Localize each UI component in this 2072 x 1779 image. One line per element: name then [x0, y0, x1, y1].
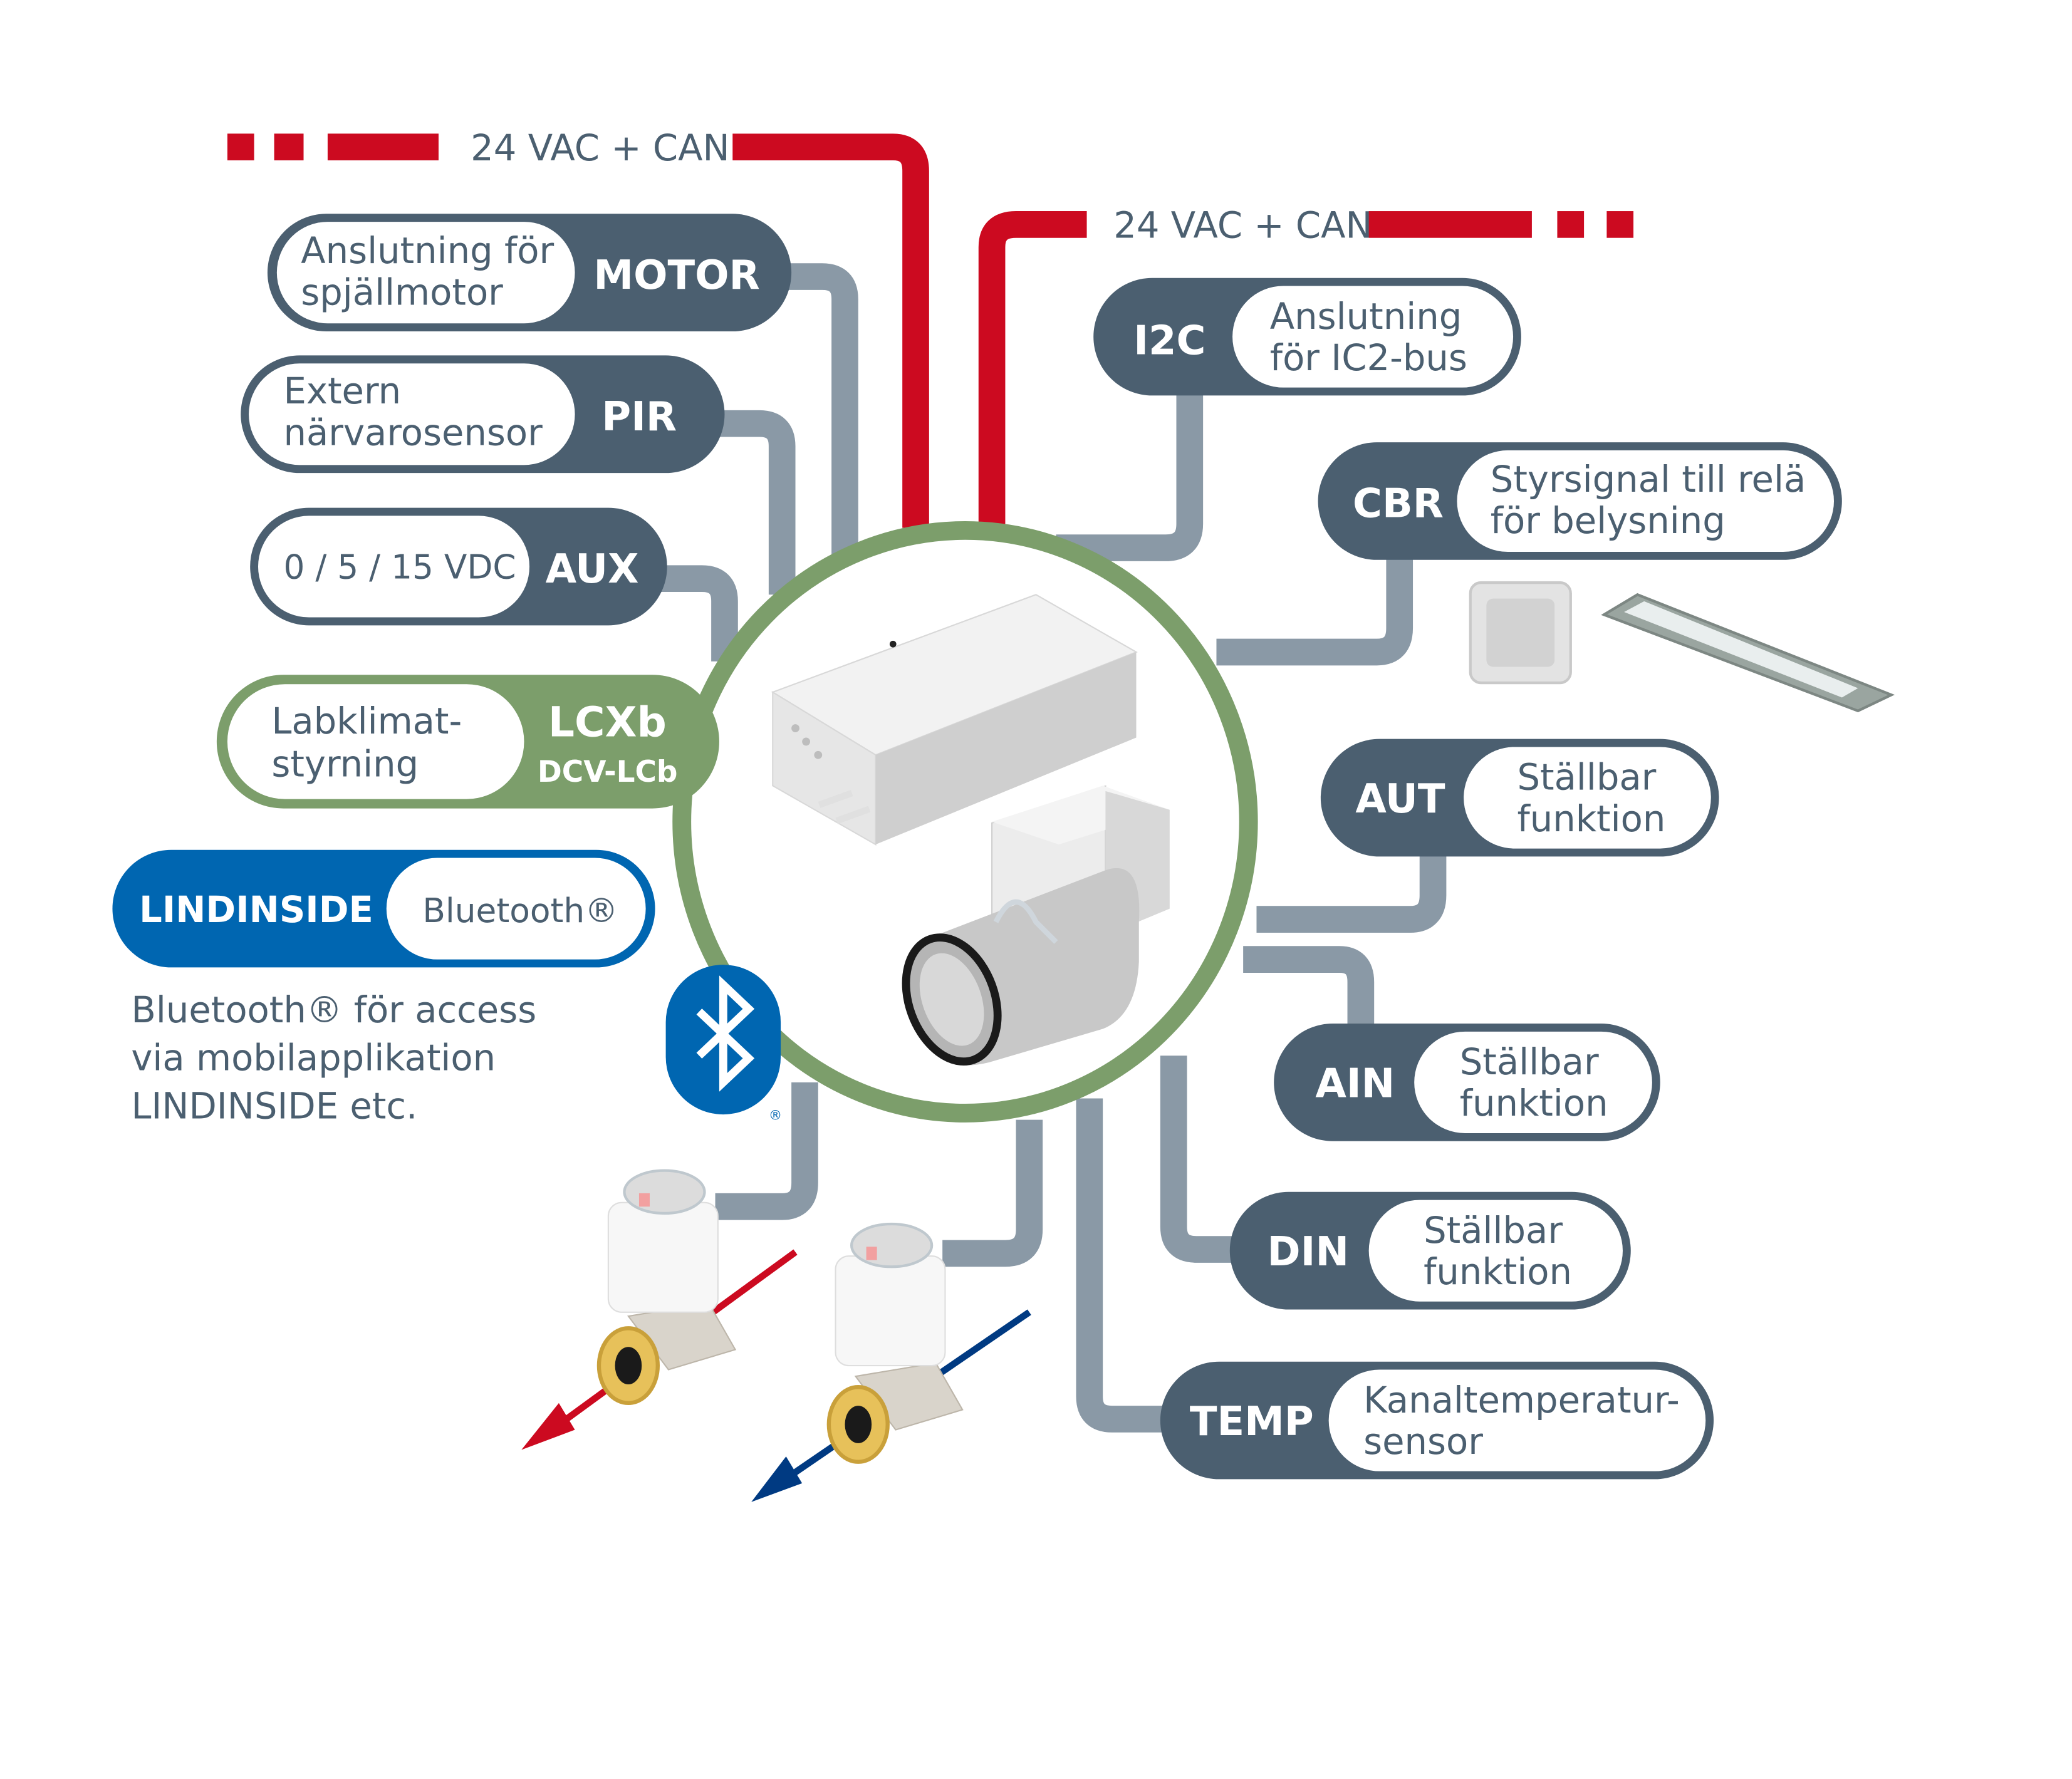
module-pir-tag: PIR — [601, 394, 677, 440]
bus-dash — [1606, 211, 1634, 238]
lindinside-note-line3: LINDINSIDE etc. — [131, 1085, 417, 1127]
module-motor-desc-line1: Anslutning för — [301, 230, 554, 272]
module-ain-tag: AIN — [1315, 1061, 1395, 1107]
valve-actuator-icon — [596, 1169, 737, 1406]
module-lindinside-desc: Bluetooth® — [422, 891, 618, 930]
module-temp[interactable]: TEMP Kanaltemperatur- sensor — [1160, 1361, 1714, 1480]
module-i2c-tag: I2C — [1133, 318, 1205, 364]
module-aux-desc-line1: 0 / 5 / 15 VDC — [284, 548, 516, 587]
module-cbr[interactable]: CBR Styrsignal till relä för belysning — [1318, 442, 1842, 560]
module-din[interactable]: DIN Ställbar funktion — [1229, 1191, 1631, 1310]
bluetooth-registered-mark: ® — [769, 1108, 782, 1124]
module-motor-desc-line2: spjällmotor — [301, 271, 503, 313]
module-lcxb-desc-line1: Labklimat- — [271, 700, 462, 742]
module-aux[interactable]: 0 / 5 / 15 VDC AUX — [250, 507, 667, 626]
wire-i2c — [1056, 394, 1204, 561]
module-lcxb-desc-line2: styrning — [271, 743, 419, 785]
bus-left: 24 VAC + CAN — [227, 127, 929, 528]
wire-aut — [1256, 855, 1447, 933]
module-din-tag: DIN — [1268, 1229, 1349, 1275]
module-temp-desc-bg — [1328, 1369, 1706, 1471]
ceiling-lamp-icon — [1601, 593, 1895, 713]
bluetooth-icon: ® — [665, 965, 782, 1124]
module-din-desc-line1: Ställbar — [1424, 1210, 1563, 1252]
bus-right-label: 24 VAC + CAN — [1113, 205, 1372, 247]
module-din-desc-line2: funktion — [1424, 1251, 1572, 1293]
bus-right-wire — [978, 211, 1087, 528]
module-aut[interactable]: AUT Ställbar funktion — [1320, 739, 1719, 857]
module-temp-tag: TEMP — [1190, 1399, 1314, 1445]
module-aux-tag: AUX — [546, 546, 639, 593]
module-pir-desc-bg — [249, 363, 575, 465]
module-lindinside-tag: LINDINSIDE — [139, 889, 373, 931]
module-temp-desc-line2: sensor — [1363, 1421, 1483, 1463]
module-lcxb-subtag: DCV-LCb — [538, 755, 678, 789]
wire-valve-cold — [942, 1119, 1043, 1267]
module-pir-desc-line2: närvarosensor — [284, 412, 543, 454]
valve-actuator-icon — [826, 1222, 964, 1464]
module-pir[interactable]: Extern närvarosensor PIR — [241, 355, 725, 474]
bus-dash — [227, 133, 254, 160]
lindinside-note-line1: Bluetooth® för access — [131, 989, 536, 1031]
wire-aux — [655, 565, 738, 661]
wires — [655, 263, 1447, 1433]
bus-dash — [1557, 211, 1585, 238]
bus-dash — [274, 133, 304, 160]
flow-arrow-hot-head — [521, 1403, 575, 1450]
flow-arrow-cold-head — [751, 1456, 803, 1502]
valve-cold — [751, 1222, 1031, 1502]
module-i2c-desc-bg — [1232, 286, 1514, 388]
module-i2c-desc-line2: för IC2-bus — [1270, 337, 1467, 379]
damper-unit-image — [902, 785, 1170, 1066]
module-cbr-desc-line2: för belysning — [1491, 500, 1726, 542]
wire-temp — [1076, 1098, 1170, 1433]
wire-valve-hot — [715, 1082, 818, 1220]
module-aut-desc-line1: Ställbar — [1517, 757, 1656, 799]
module-motor-tag: MOTOR — [593, 252, 759, 299]
module-lcxb[interactable]: Labklimat- styrning LCXb DCV-LCb — [216, 675, 719, 809]
lindinside-note-line2: via mobilapplikation — [131, 1037, 496, 1079]
module-lindinside[interactable]: LINDINSIDE Bluetooth® — [112, 849, 655, 968]
wire-ain — [1243, 946, 1375, 1027]
wire-din — [1160, 1055, 1237, 1263]
module-cbr-desc-line1: Styrsignal till relä — [1491, 459, 1806, 501]
module-pir-desc-line1: Extern — [284, 370, 402, 412]
module-din-desc-bg — [1368, 1200, 1623, 1302]
module-lindinside-desc-bg — [386, 858, 646, 960]
bus-left-wire — [732, 133, 929, 528]
controller-box-image — [771, 594, 1138, 846]
bus-right: 24 VAC + CAN — [978, 205, 1634, 528]
module-motor-desc-bg — [276, 222, 575, 324]
module-ain-desc-line1: Ställbar — [1460, 1041, 1599, 1083]
bus-dash — [1368, 211, 1532, 238]
bus-dash — [327, 133, 439, 160]
module-motor[interactable]: Anslutning för spjällmotor MOTOR — [267, 214, 792, 332]
module-lcxb-tag: LCXb — [548, 698, 667, 746]
module-temp-desc-line1: Kanaltemperatur- — [1363, 1379, 1680, 1421]
module-i2c-desc-line1: Anslutning — [1270, 296, 1462, 338]
light-switch-icon — [1469, 581, 1572, 685]
module-lcxb-desc-bg — [227, 684, 524, 799]
wire-cbr — [1216, 554, 1413, 666]
module-ain-desc-bg — [1414, 1031, 1652, 1133]
module-ain-desc-line2: funktion — [1460, 1082, 1608, 1124]
module-aux-desc-bg — [258, 516, 530, 618]
module-aut-desc-bg — [1464, 747, 1711, 849]
valve-hot — [521, 1169, 798, 1450]
bus-left-label: 24 VAC + CAN — [471, 127, 729, 169]
module-cbr-tag: CBR — [1353, 481, 1444, 527]
module-cbr-desc-bg — [1457, 450, 1835, 552]
wire-pir — [715, 410, 796, 595]
module-aut-tag: AUT — [1355, 776, 1445, 822]
wire-motor — [782, 263, 858, 561]
module-aut-desc-line2: funktion — [1517, 798, 1665, 840]
central-unit — [672, 521, 1258, 1123]
module-i2c[interactable]: I2C Anslutning för IC2-bus — [1093, 277, 1521, 396]
module-ain[interactable]: AIN Ställbar funktion — [1274, 1024, 1660, 1141]
